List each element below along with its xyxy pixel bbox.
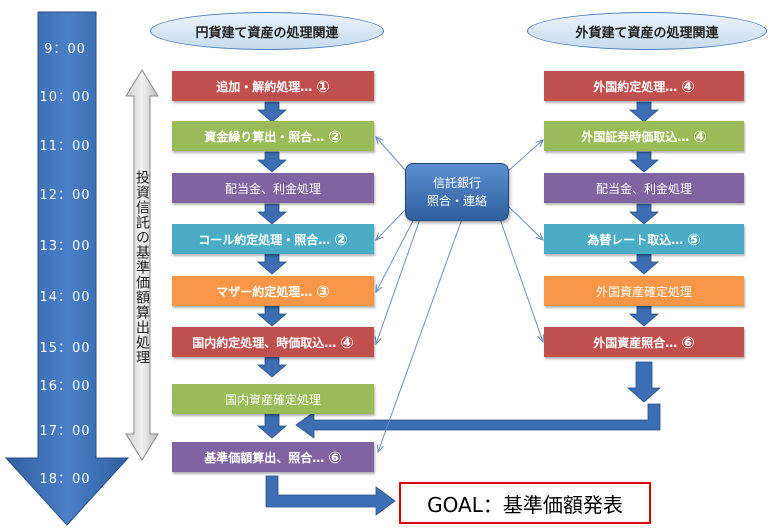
nav-calc-label: 投資信託の基準価額算出処理: [134, 170, 150, 365]
step-label: 為替レート取込…: [587, 232, 684, 247]
trust-bank-box: 信託銀行 照合・連絡: [405, 163, 509, 221]
right-step-4: 為替レート取込…⑤: [544, 224, 744, 254]
time-label: 11：00: [39, 139, 91, 154]
time-label: 18：00: [39, 472, 91, 487]
step-label: 外国資産照合…: [593, 335, 678, 350]
time-label: 10：00: [39, 90, 91, 105]
right-step-5: 外国資産確定処理: [544, 276, 744, 306]
left-step-7: 国内資産確定処理: [172, 384, 374, 414]
step-number: ③: [316, 281, 330, 301]
step-number: ①: [316, 76, 330, 96]
trust-bank-line2: 照合・連絡: [426, 194, 487, 208]
step-label: 国内資産確定処理: [224, 392, 321, 407]
time-label: 12：00: [39, 188, 91, 203]
step-number: ④: [340, 332, 354, 352]
step-label: マザー約定処理…: [216, 284, 313, 299]
left-step-2: 資金繰り算出・照合…②: [172, 121, 374, 151]
step-label: コール約定処理・照合…: [198, 232, 331, 247]
step-number: ④: [693, 126, 707, 146]
time-label: 16：00: [39, 379, 91, 394]
step-label: 外国約定処理…: [593, 79, 678, 94]
step-label: 追加・解約処理…: [216, 79, 313, 94]
right-step-6: 外国資産照合…⑥: [544, 327, 744, 357]
time-label: 9：00: [44, 42, 86, 57]
left-step-5: マザー約定処理…③: [172, 276, 374, 306]
step-label: 基準価額算出、照合…: [204, 450, 325, 465]
left-step-3: 配当金、利金処理: [172, 173, 374, 203]
step-label: 配当金、利金処理: [595, 181, 692, 196]
step-label: 外国資産確定処理: [595, 284, 692, 299]
step-label: 配当金、利金処理: [224, 181, 321, 196]
right-step-2: 外国証券時価取込…④: [544, 121, 744, 151]
trust-bank-line1: 信託銀行: [432, 176, 481, 190]
goal-box: GOAL：基準価額発表: [399, 482, 651, 524]
time-label: 15：00: [39, 341, 91, 356]
left-step-8: 基準価額算出、照合…⑥: [172, 442, 374, 472]
foreign-assets-header: 外貨建て資産の処理関連: [527, 12, 767, 50]
left-step-1: 追加・解約処理…①: [172, 71, 374, 101]
time-label: 14：00: [39, 290, 91, 305]
step-number: ⑥: [681, 332, 695, 352]
step-number: ⑤: [687, 229, 701, 249]
time-label: 13：00: [39, 239, 91, 254]
step-label: 外国証券時価取込…: [581, 129, 690, 144]
right-step-3: 配当金、利金処理: [544, 173, 744, 203]
left-step-6: 国内約定処理、時価取込…④: [172, 327, 374, 357]
step-number: ②: [328, 126, 342, 146]
step-number: ⑥: [328, 447, 342, 467]
right-step-1: 外国約定処理…④: [544, 71, 744, 101]
step-number: ④: [681, 76, 695, 96]
time-label: 17：00: [39, 424, 91, 439]
step-label: 資金繰り算出・照合…: [204, 129, 325, 144]
goal-arrow: [265, 475, 396, 516]
yen-assets-header: 円貨建て資産の処理関連: [150, 12, 384, 50]
left-step-4: コール約定処理・照合…②: [172, 224, 374, 254]
step-label: 国内約定処理、時価取込…: [192, 335, 337, 350]
step-number: ②: [334, 229, 348, 249]
